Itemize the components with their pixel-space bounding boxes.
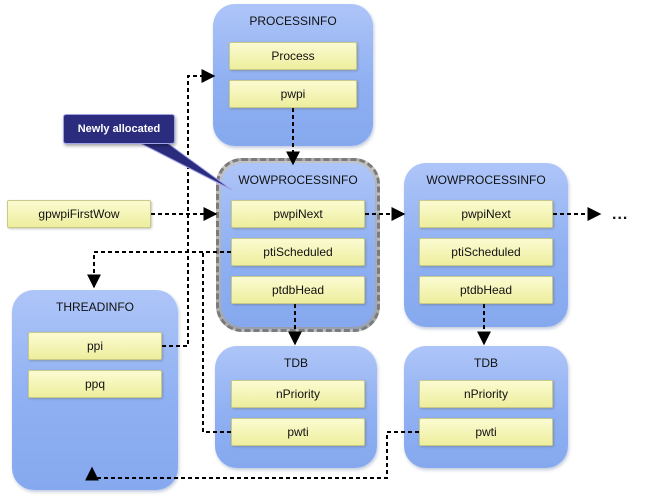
wowprocessinfo-new-title: WOWPROCESSINFO bbox=[238, 173, 358, 187]
arrow-ptischeduled-to-threadinfo bbox=[87, 251, 231, 289]
tdb-new-field-pwti: pwti bbox=[231, 418, 365, 446]
processinfo-struct: PROCESSINFO bbox=[213, 4, 373, 146]
processinfo-field-pwpi: pwpi bbox=[229, 80, 357, 108]
tdb-existing-field-pwti: pwti bbox=[419, 418, 553, 446]
wowprocessinfo-existing-field-ptischeduled: ptiScheduled bbox=[419, 238, 553, 266]
tdb-existing-title: TDB bbox=[474, 356, 498, 370]
processinfo-field-process: Process bbox=[229, 42, 357, 70]
threadinfo-field-ppq: ppq bbox=[28, 370, 162, 398]
newly-allocated-callout: Newly allocated bbox=[63, 114, 175, 144]
wowprocessinfo-new-field-ptischeduled: ptiScheduled bbox=[231, 238, 365, 266]
wowprocessinfo-existing-field-ptdbhead: ptdbHead bbox=[419, 276, 553, 304]
tdb-existing-field-npriority: nPriority bbox=[419, 380, 553, 408]
gpwpifirstwow-global: gpwpiFirstWow bbox=[7, 200, 151, 228]
continuation-ellipsis: ... bbox=[612, 206, 629, 223]
wowprocessinfo-existing-title: WOWPROCESSINFO bbox=[426, 173, 546, 187]
tdb-new-field-npriority: nPriority bbox=[231, 380, 365, 408]
wowprocessinfo-new-field-ptdbhead: ptdbHead bbox=[231, 276, 365, 304]
threadinfo-field-ppi: ppi bbox=[28, 332, 162, 360]
processinfo-title: PROCESSINFO bbox=[249, 14, 337, 28]
wowprocessinfo-existing-field-pwpinext: pwpiNext bbox=[419, 200, 553, 228]
threadinfo-title: THREADINFO bbox=[56, 300, 134, 314]
tdb-new-title: TDB bbox=[284, 356, 308, 370]
wowprocessinfo-new-field-pwpinext: pwpiNext bbox=[231, 200, 365, 228]
